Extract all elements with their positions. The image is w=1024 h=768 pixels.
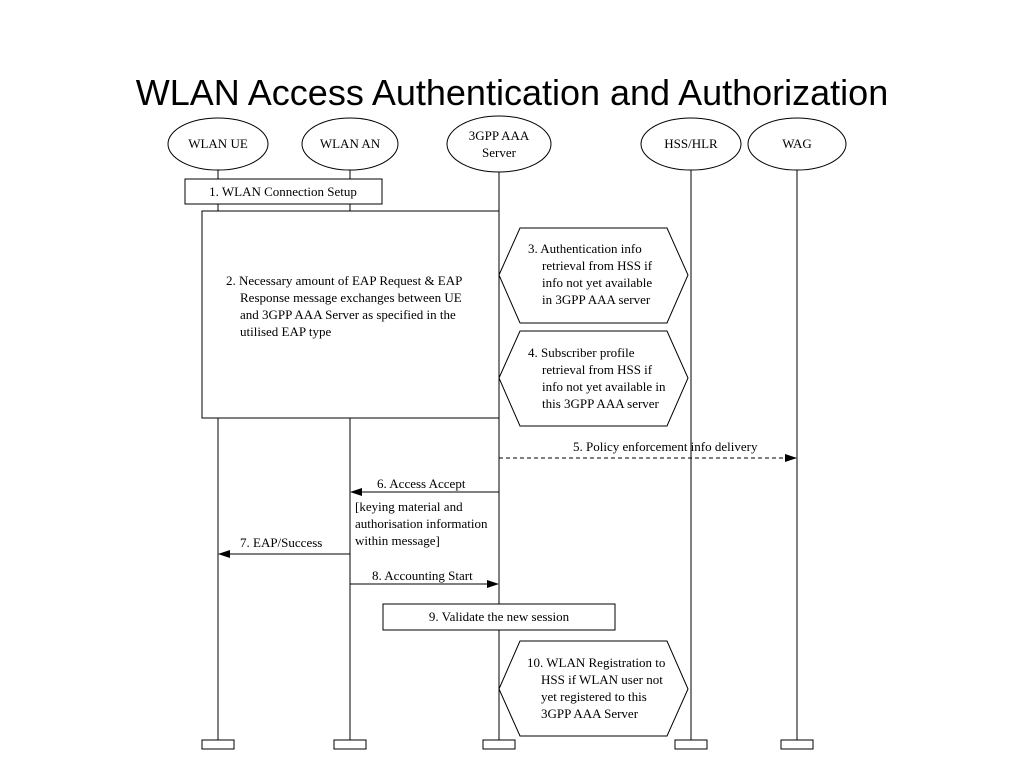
slide-title: WLAN Access Authentication and Authoriza… xyxy=(135,72,889,113)
entity-ue-ellipse xyxy=(167,117,269,171)
step4-hexagon xyxy=(498,330,689,427)
entity-wag-ellipse xyxy=(747,117,847,171)
step7-label: 7. EAP/Success xyxy=(240,535,322,550)
terminator-an xyxy=(333,739,367,750)
step9-label: 9. Validate the new session xyxy=(429,609,570,624)
terminator-hss xyxy=(674,739,708,750)
step3-line1: 3. Authentication info xyxy=(528,241,642,256)
step2-line3: and 3GPP AAA Server as specified in the xyxy=(240,307,456,322)
entity-wag-label: WAG xyxy=(782,136,812,151)
step2-line2: Response message exchanges between UE xyxy=(240,290,462,305)
step9-box xyxy=(382,603,616,631)
terminator-ue xyxy=(201,739,235,750)
terminator-aaa xyxy=(482,739,516,750)
step10-line4: 3GPP AAA Server xyxy=(541,706,639,721)
step10-hexagon xyxy=(498,640,689,737)
step2-box xyxy=(201,210,500,419)
terminator-wag xyxy=(780,739,814,750)
step3-line4: in 3GPP AAA server xyxy=(542,292,651,307)
entity-an-label: WLAN AN xyxy=(320,136,381,151)
entity-aaa-label-line1: 3GPP AAA xyxy=(469,128,530,143)
step3-hexagon xyxy=(498,227,689,324)
step4-line3: info not yet available in xyxy=(542,379,666,394)
step3-line3: info not yet available xyxy=(542,275,652,290)
step10-line2: HSS if WLAN user not xyxy=(541,672,663,687)
entity-an-ellipse xyxy=(301,117,399,171)
step4-line4: this 3GPP AAA server xyxy=(542,396,660,411)
step6-note-line2: authorisation information xyxy=(355,516,488,531)
step5-label: 5. Policy enforcement info delivery xyxy=(573,439,758,454)
step1-box xyxy=(184,178,383,205)
step3-line2: retrieval from HSS if xyxy=(542,258,653,273)
step2-line4: utilised EAP type xyxy=(240,324,331,339)
entity-aaa-ellipse xyxy=(446,115,552,173)
step2-line1: 2. Necessary amount of EAP Request & EAP xyxy=(226,273,462,288)
entity-aaa-label-line2: Server xyxy=(482,145,517,160)
step4-line2: retrieval from HSS if xyxy=(542,362,653,377)
entity-ue-label: WLAN UE xyxy=(188,136,248,151)
entity-hss-ellipse xyxy=(640,117,742,171)
entity-hss-label: HSS/HLR xyxy=(664,136,718,151)
step10-line3: yet registered to this xyxy=(541,689,647,704)
step4-line1: 4. Subscriber profile xyxy=(528,345,635,360)
step6-label: 6. Access Accept xyxy=(377,476,466,491)
step10-line1: 10. WLAN Registration to xyxy=(527,655,665,670)
step6-note-line1: [keying material and xyxy=(355,499,463,514)
step8-label: 8. Accounting Start xyxy=(372,568,473,583)
step1-label: 1. WLAN Connection Setup xyxy=(209,184,357,199)
step6-note-line3: within message] xyxy=(355,533,440,548)
